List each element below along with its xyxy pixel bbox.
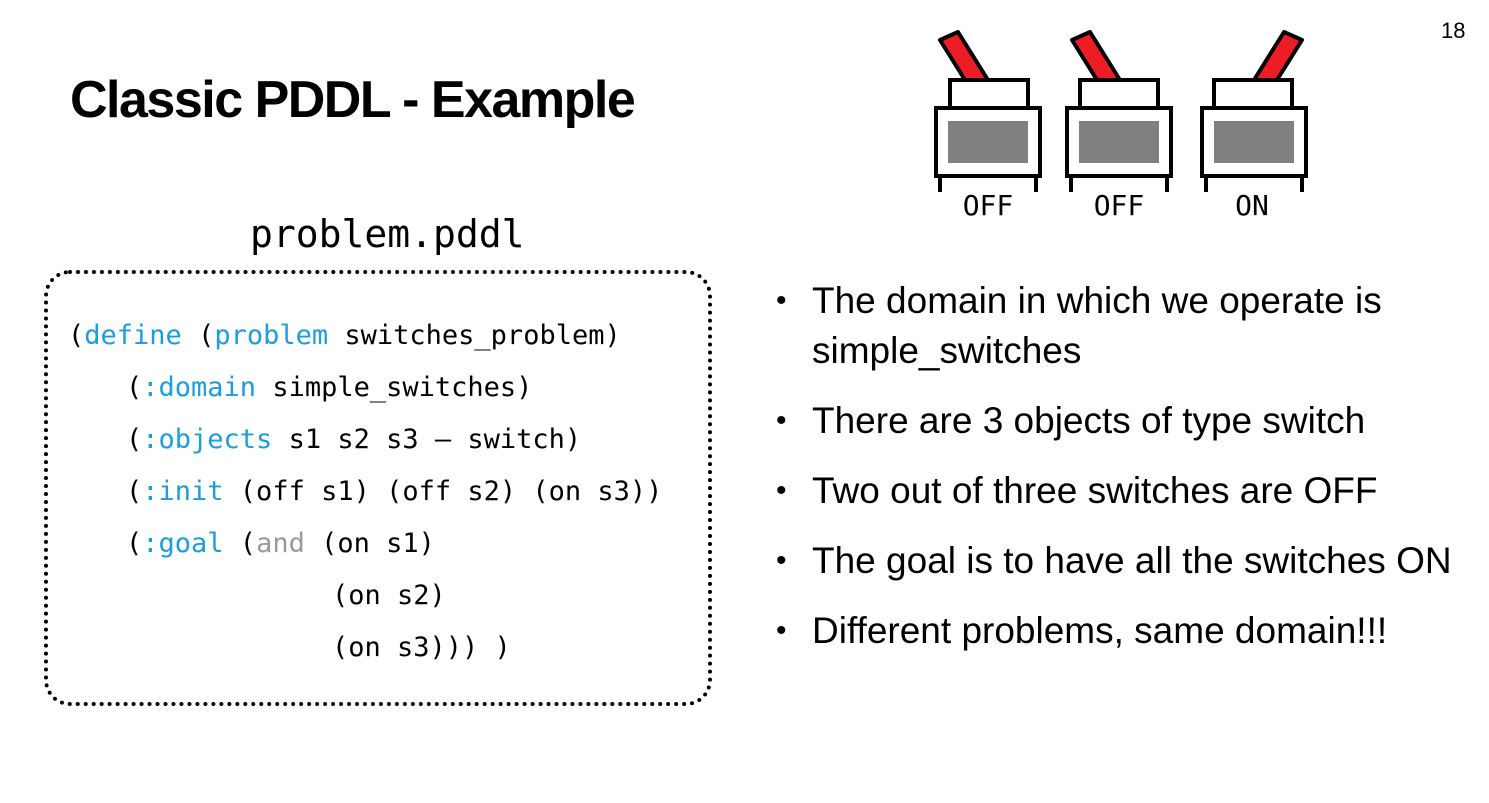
bullet-item: • The goal is to have all the switches ON — [776, 536, 1476, 586]
switch-3-label: ON — [1235, 189, 1269, 222]
code-text: ( — [126, 372, 143, 403]
switch-cap — [948, 78, 1030, 112]
bullet-item: • Two out of three switches are OFF — [776, 466, 1476, 516]
switch-window — [1079, 121, 1159, 163]
bullet-text: Two out of three switches are OFF — [812, 470, 1378, 511]
slide-title: Classic PDDL - Example — [70, 71, 636, 129]
bullet-dot-icon: • — [776, 544, 787, 577]
code-keyword: problem — [214, 320, 329, 351]
code-keyword: :init — [142, 476, 224, 507]
code-keyword: define — [84, 320, 182, 351]
code-keyword: :goal — [142, 528, 224, 559]
switch-cap — [1078, 78, 1160, 112]
toggle-switches-illustration: OFF OFF ON — [934, 30, 1308, 222]
code-text: (on s1) — [304, 528, 435, 559]
switch-window — [948, 121, 1028, 163]
bullet-dot-icon: • — [776, 614, 787, 647]
code-text: ( — [126, 476, 143, 507]
code-box: (define (problem switches_problem) (:dom… — [44, 270, 712, 706]
code-keyword: :domain — [142, 372, 257, 403]
code-text: ( — [181, 320, 215, 351]
bullet-text: Different problems, same domain!!! — [812, 610, 1388, 651]
bullet-dot-icon: • — [776, 474, 787, 507]
bullet-dot-icon: • — [776, 404, 787, 437]
bullet-list: • The domain in which we operate is simpl… — [776, 276, 1476, 676]
bullet-item: • Different problems, same domain!!! — [776, 606, 1476, 656]
bullet-text: There are 3 objects of type switch — [812, 400, 1366, 441]
bullet-dot-icon: • — [776, 284, 787, 317]
code-text: ( — [68, 320, 85, 351]
code-text: switches_problem) — [328, 320, 621, 351]
code-line-4: (:init (off s1) (off s2) (on s3)) — [126, 476, 662, 508]
page-number: 18 — [1441, 18, 1466, 43]
switch-1-label: OFF — [963, 189, 1014, 222]
code-text: ( — [126, 528, 143, 559]
code-line-1: (define (problem switches_problem) — [68, 320, 621, 352]
code-line-6: (on s2) — [332, 580, 446, 611]
code-line-7: (on s3))) ) — [332, 632, 511, 663]
file-name-label: problem.pddl — [250, 212, 525, 256]
toggle-switch-3: ON — [1200, 30, 1308, 222]
switch-2-label: OFF — [1094, 189, 1145, 222]
code-line-2: (:domain simple_switches) — [126, 372, 532, 404]
code-text: s1 s2 s3 – switch) — [272, 424, 582, 455]
switch-cap — [1212, 78, 1294, 112]
code-line-5: (:goal (and (on s1) — [126, 528, 435, 560]
code-line-3: (:objects s1 s2 s3 – switch) — [126, 424, 581, 456]
code-text: (off s1) (off s2) (on s3)) — [223, 476, 663, 507]
code-text: ( — [126, 424, 143, 455]
toggle-switch-2: OFF — [1065, 30, 1173, 222]
bullet-item: • There are 3 objects of type switch — [776, 396, 1476, 446]
code-keyword: :objects — [142, 424, 273, 455]
bullet-text: The domain in which we operate is simple… — [812, 280, 1382, 371]
bullet-item: • The domain in which we operate is simpl… — [776, 276, 1476, 376]
toggle-switch-1: OFF — [934, 30, 1042, 222]
code-keyword-muted: and — [256, 528, 305, 559]
code-text: ( — [223, 528, 257, 559]
switch-window — [1214, 121, 1294, 163]
code-text: simple_switches) — [256, 372, 533, 403]
bullet-text: The goal is to have all the switches ON — [812, 540, 1452, 581]
